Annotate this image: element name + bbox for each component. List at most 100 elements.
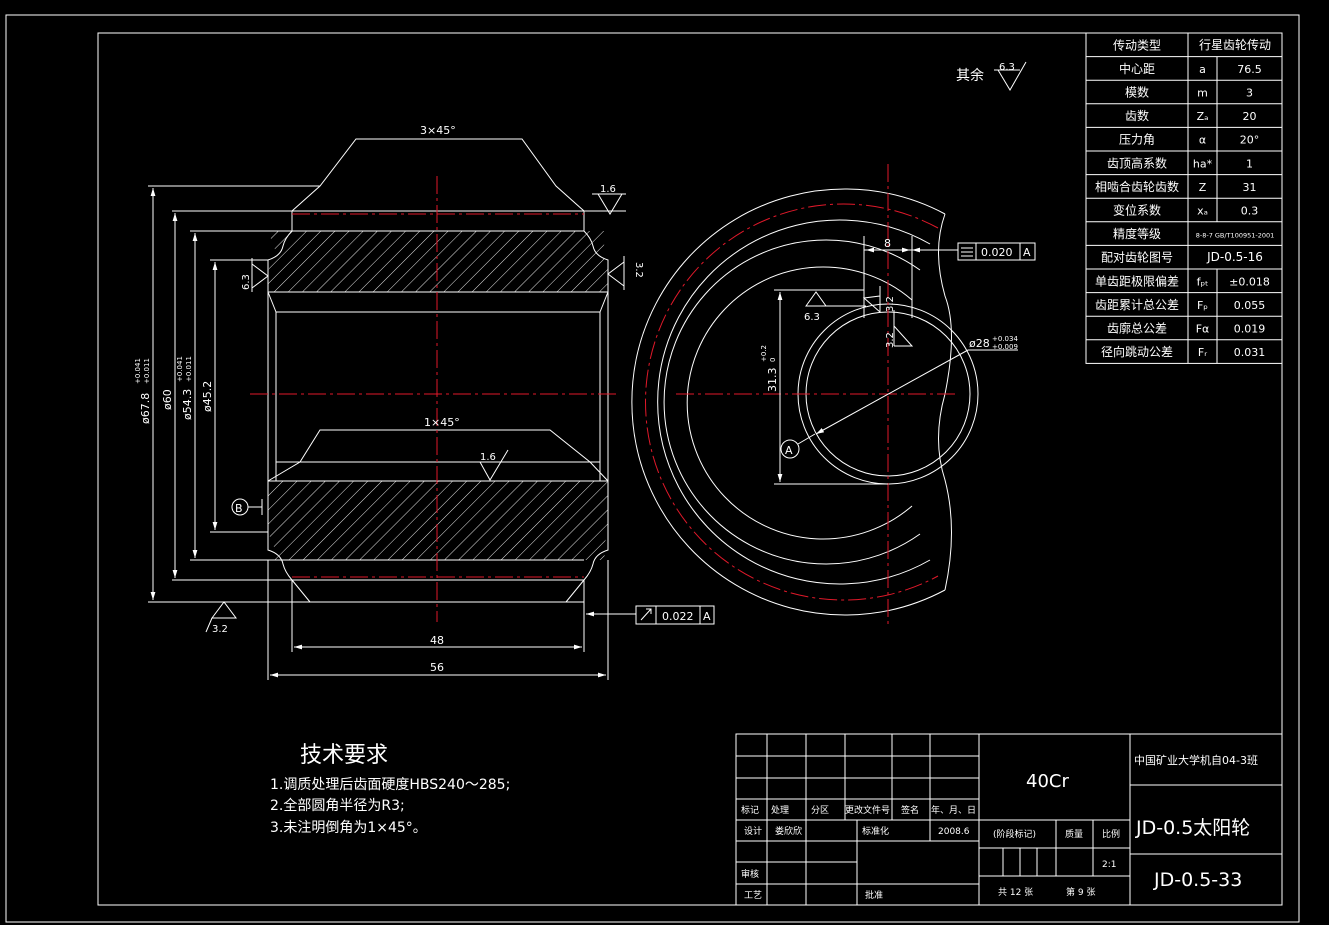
chamfer-br: [565, 579, 585, 603]
tb-designer: 娄欣欣: [775, 825, 802, 837]
param-symbol: ha*: [1193, 157, 1213, 170]
param-label: 中心距: [1119, 61, 1155, 76]
param-value: 20°: [1240, 134, 1260, 147]
ra-right-symbol: [607, 256, 625, 290]
param-symbol: Zₐ: [1197, 110, 1209, 123]
param-symbol: xₐ: [1197, 205, 1208, 218]
symmetry-icon: [961, 247, 973, 257]
key-depth-tol-up: +0.2: [760, 345, 768, 362]
datum-a-leader: [797, 433, 816, 445]
dim-l56-text: 56: [430, 661, 444, 674]
tech-line-1: 1.调质处理后齿面硬度HBS240～285;: [270, 777, 510, 793]
param-value: 0.031: [1234, 346, 1266, 359]
key-ra2-text: 3.2: [885, 296, 896, 312]
param-value: JD-0.5-16: [1206, 250, 1263, 264]
key-ra-text: 6.3: [804, 312, 820, 323]
hatch-top: [268, 231, 608, 292]
sym-val: 0.020: [981, 246, 1013, 259]
chamfer-bl: [291, 579, 311, 603]
param-symbol: a: [1199, 63, 1206, 76]
runout-frame: [635, 605, 715, 625]
key-depth-tol-lo: 0: [769, 358, 777, 362]
arc-outer: [631, 188, 946, 616]
tb-date-label: 年、月、日: [931, 804, 976, 816]
ra-top-symbol: [592, 193, 626, 215]
section-view: ø67.8 +0.041 +0.011 ø60 ø54.3 +0.041 +0.…: [134, 124, 715, 680]
hatch-bottom: [268, 481, 608, 560]
dim-d678-tol-up: +0.041: [134, 358, 142, 384]
tb-scale: 2:1: [1102, 860, 1116, 870]
ra-bottom-symbol: [205, 601, 237, 633]
runout-val: 0.022: [662, 610, 694, 623]
tb-grid: [736, 734, 1282, 905]
front-view: 8 0.020 A 31.3 +0.2 0 6.3 3.2 3.2 ø28 +0…: [631, 61, 1036, 626]
bore-leader: [815, 349, 969, 435]
param-label: 齿廓总公差: [1107, 321, 1167, 336]
other-roughness-text: 6.3: [999, 62, 1015, 73]
tb-craft: 工艺: [744, 890, 762, 901]
sym-ref: A: [1023, 246, 1031, 259]
tb-process: 处理: [771, 804, 789, 816]
param-label: 配对齿轮图号: [1101, 251, 1173, 265]
tb-approve: 批准: [865, 889, 883, 901]
tb-standard: 标准化: [862, 825, 889, 837]
tb-scale-label: 比例: [1102, 828, 1120, 840]
param-symbol: Fₚ: [1197, 299, 1208, 312]
param-value: 1: [1246, 157, 1253, 170]
datum-a-text: A: [785, 444, 793, 457]
param-label: 齿顶高系数: [1107, 155, 1167, 170]
param-symbol: Z: [1199, 181, 1207, 194]
param-label: 传动类型: [1113, 37, 1161, 52]
tb-stage: (阶段标记): [993, 828, 1036, 840]
other-roughness-symbol: [994, 61, 1027, 91]
ra-right-text: 3.2: [633, 262, 644, 278]
key-ra3-text: 3.2: [885, 332, 896, 348]
chamfer-top-text: 3×45°: [420, 124, 456, 137]
tb-material: 40Cr: [1026, 771, 1069, 792]
param-symbol: Fᵣ: [1198, 346, 1207, 359]
ra-inner-text: 1.6: [480, 452, 496, 463]
tech-line-2: 2.全部圆角半径为R3;: [270, 797, 405, 814]
param-value: ±0.018: [1229, 275, 1270, 288]
dim-d60-text: ø60: [161, 389, 174, 410]
param-value: 20: [1243, 110, 1257, 123]
ra-left-text: 6.3: [241, 274, 252, 290]
ra-left-symbol: [251, 258, 269, 292]
param-label: 模数: [1125, 85, 1149, 100]
dim-d678-tol-lo: +0.011: [143, 358, 151, 384]
tb-change-doc: 更改文件号: [845, 804, 890, 816]
param-value: 31: [1243, 181, 1257, 194]
arc-pitch: [645, 203, 939, 601]
param-value: 0.055: [1234, 299, 1266, 312]
tb-weight: 质量: [1065, 828, 1083, 840]
ra-bottom-text: 3.2: [212, 624, 228, 635]
arc-d54: [663, 239, 921, 565]
key-depth-text: 31.3: [766, 368, 779, 393]
param-label: 相啮合齿轮齿数: [1095, 179, 1179, 194]
param-value: 8-8-7 GB/T100951-2001: [1196, 232, 1275, 240]
param-symbol: Fα: [1196, 323, 1210, 336]
keyway-section: [267, 429, 609, 482]
key-ra2-symbol: [862, 286, 881, 314]
other-roughness-label: 其余: [956, 67, 984, 84]
param-symbol: α: [1199, 134, 1206, 147]
param-symbol: fₚₜ: [1197, 275, 1209, 288]
arc-d45: [686, 266, 913, 540]
param-value: 0.3: [1241, 205, 1259, 218]
bore-tol-up: +0.034: [992, 335, 1018, 343]
bore-tol-lo: +0.009: [992, 343, 1018, 351]
outer-border: [5, 14, 1300, 923]
param-value: 3: [1246, 87, 1253, 100]
param-label: 径向跳动公差: [1101, 344, 1173, 359]
tech-line-3: 3.未注明倒角为1×45°。: [270, 820, 427, 836]
tb-review: 审核: [741, 868, 759, 880]
tb-total: 共 12 张: [998, 887, 1033, 898]
tb-sheet: 第 9 张: [1066, 886, 1095, 898]
datum-b-text: B: [235, 502, 243, 515]
chamfer-inner-text: 1×45°: [424, 416, 460, 429]
ra-inner-symbol: [470, 449, 509, 481]
tb-date: 2008.6: [938, 827, 970, 837]
datum-a-circle: [780, 439, 800, 459]
